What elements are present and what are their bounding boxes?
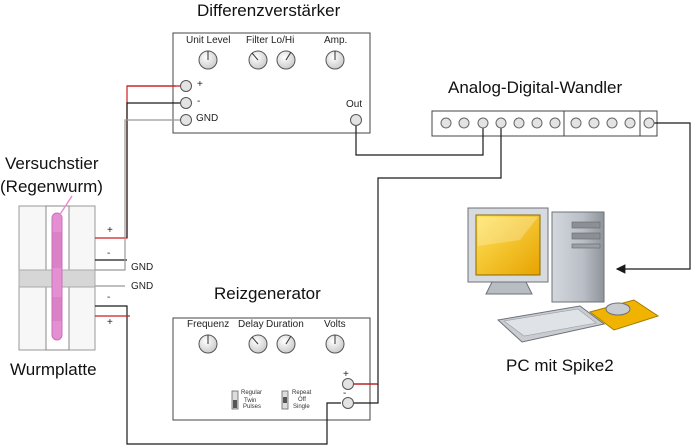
stim-knob-label-duration: Duration — [266, 319, 304, 330]
amp-knob-label-amp: Amp. — [324, 35, 348, 46]
amp-input-label-minus: - — [197, 96, 201, 107]
pc-mouse — [605, 302, 631, 316]
electrode-upper-minus: - — [107, 248, 111, 259]
adc-box — [431, 110, 658, 137]
switch2-label-mid: Off — [298, 397, 306, 403]
amplifier-box — [172, 32, 371, 134]
plate-label: Wurmplatte — [10, 360, 97, 379]
electrode-upper-plus: + — [107, 225, 113, 236]
pc-screen — [475, 214, 541, 276]
stimulator-title: Reizgenerator — [214, 284, 321, 303]
worm — [51, 212, 63, 341]
adc-title: Analog-Digital-Wandler — [448, 78, 623, 97]
electrode-lower-plus: + — [107, 317, 113, 328]
switch-repeat-single — [281, 390, 289, 410]
stim-output-label-minus: - — [343, 388, 347, 399]
gnd-label-upper: GND — [131, 262, 154, 273]
amp-input-label-plus: + — [197, 79, 203, 90]
stim-minus-socket — [342, 397, 354, 409]
wire-amp-out-to-adc — [355, 125, 484, 156]
amp-knob-label-unit-level: Unit Level — [186, 35, 231, 46]
amp-plus-socket — [180, 80, 192, 92]
stim-knob-label-delay: Delay — [238, 319, 264, 330]
adc-sockets — [440, 117, 655, 129]
switch1-label-top: Regular — [241, 390, 263, 396]
amp-gnd-socket — [180, 114, 192, 126]
gnd-label-lower: GND — [131, 281, 154, 292]
wire-adc-to-pc — [615, 122, 691, 274]
label-pointer-line — [56, 195, 73, 220]
wire-gnd-to-amp — [95, 119, 180, 271]
amp-out-socket — [350, 114, 362, 126]
electrode-lower-minus: - — [107, 292, 111, 303]
pc-illustration — [467, 207, 660, 343]
subject-title-line2: (Regenwurm) — [0, 177, 103, 196]
stim-output-label-plus: + — [343, 369, 349, 380]
wire-plate-plus-to-amp — [95, 85, 180, 239]
switch1-label-bottom-1: Twin — [244, 398, 257, 404]
switch2-label-top: Repeat — [292, 390, 312, 396]
worm-plate — [18, 205, 96, 351]
wire-plate-minus-to-stim — [95, 305, 341, 445]
amp-minus-socket — [180, 97, 192, 109]
amplifier-title: Differenzverstärker — [197, 1, 341, 20]
switch1-label-bottom-2: Pulses — [243, 404, 262, 410]
pc-label: PC mit Spike2 — [506, 356, 614, 375]
stim-knob-label-frequenz: Frequenz — [187, 319, 230, 330]
stim-knob-label-volts: Volts — [324, 319, 346, 330]
subject-title-line1: Versuchstier — [5, 154, 99, 173]
switch2-label-bottom: Single — [293, 404, 310, 410]
stimulator-box — [172, 317, 371, 421]
amp-knob-label-filter: Filter Lo/Hi — [246, 35, 295, 46]
amp-output-label: Out — [346, 99, 363, 110]
amp-input-label-gnd: GND — [196, 113, 219, 124]
switch-regular-twin — [231, 390, 239, 410]
stim-plus-socket — [342, 378, 354, 390]
